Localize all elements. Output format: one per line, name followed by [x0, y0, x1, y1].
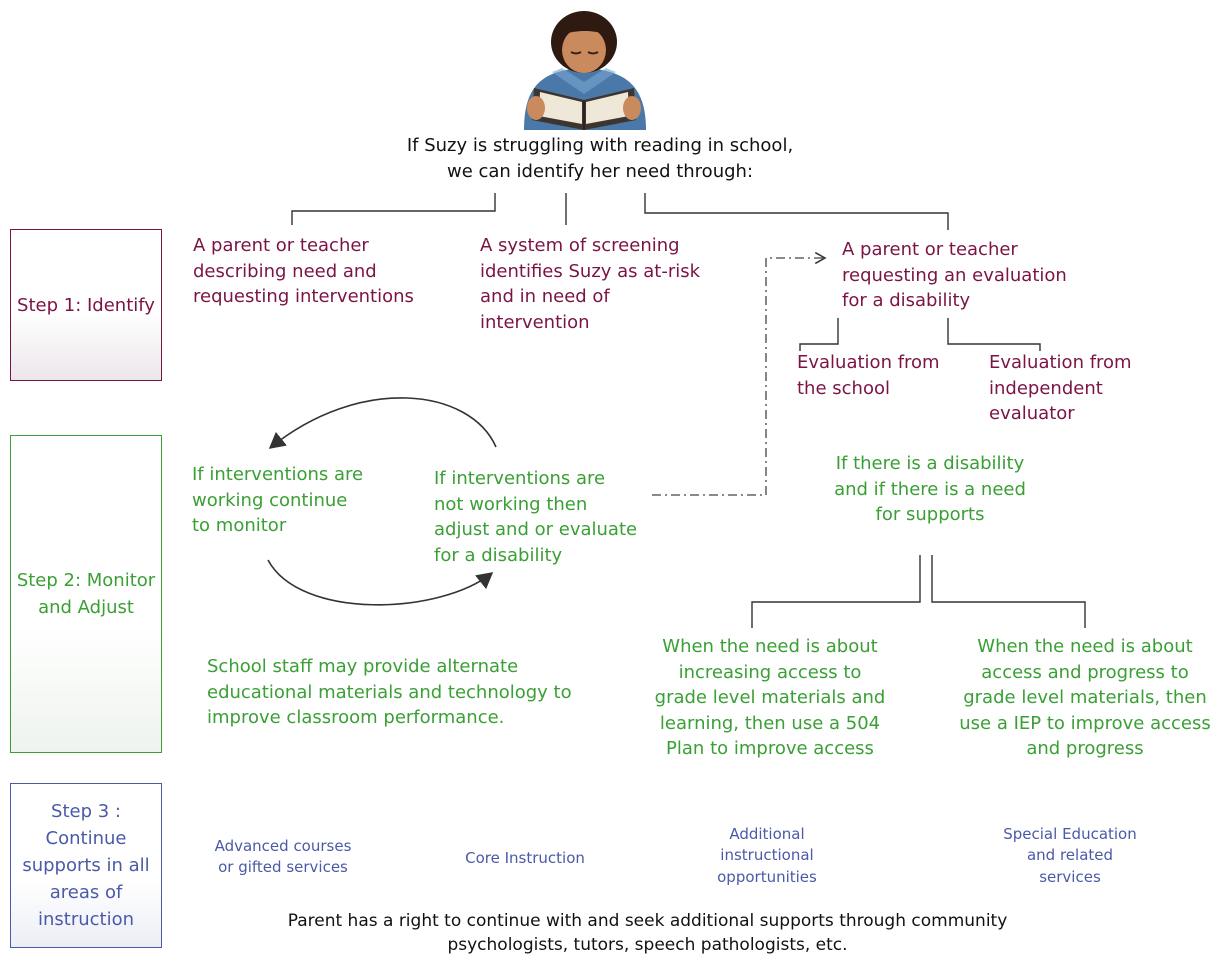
branch-connector-evaluation [644, 193, 949, 230]
cycle-arrow-top [268, 397, 497, 449]
child-reading-book-illustration [524, 11, 646, 130]
support-advanced-courses: Advanced courses or gifted services [214, 837, 352, 877]
support-special-education: Special Education and related services [1003, 825, 1137, 886]
alternate-materials-text: School staff may provide alternate educa… [207, 656, 572, 729]
branch-connector-parent-teacher [291, 193, 496, 225]
step-2-monitor-adjust-box: Step 2: Monitor and Adjust [10, 435, 162, 753]
school-evaluation-text: Evaluation from the school [797, 352, 940, 399]
iep-text: When the need is about access and progre… [959, 636, 1211, 760]
step-1-identify-box: Step 1: Identify [10, 229, 162, 381]
disability-need-text: If there is a disability and if there is… [834, 453, 1026, 526]
cycle-arrow-bottom [267, 559, 494, 606]
dash-dot-arrow-to-evaluation [652, 251, 827, 496]
independent-evaluation-text: Evaluation from independent evaluator [989, 352, 1132, 425]
support-core-instruction: Core Instruction [465, 849, 585, 867]
evaluation-request-text: A parent or teacher requesting an evalua… [842, 239, 1067, 312]
interventions-working-text: If interventions are working continue to… [192, 464, 364, 537]
footer-text: Parent has a right to continue with and … [287, 911, 1008, 956]
parent-teacher-interventions-text: A parent or teacher describing need and … [193, 235, 414, 308]
intro-text: If Suzy is struggling with reading in sc… [406, 135, 794, 182]
interventions-not-working-text: If interventions are not working then ad… [434, 468, 638, 566]
step-3-continue-supports-box: Step 3 : Continue supports in all areas … [10, 783, 162, 948]
support-additional-opportunities: Additional instructional opportunities [717, 825, 817, 886]
plan-504-text: When the need is about increasing access… [654, 636, 886, 760]
supports-split-connector [751, 555, 1086, 628]
screening-text: A system of screening identifies Suzy as… [480, 235, 701, 333]
evaluation-split-connector [799, 318, 1041, 351]
